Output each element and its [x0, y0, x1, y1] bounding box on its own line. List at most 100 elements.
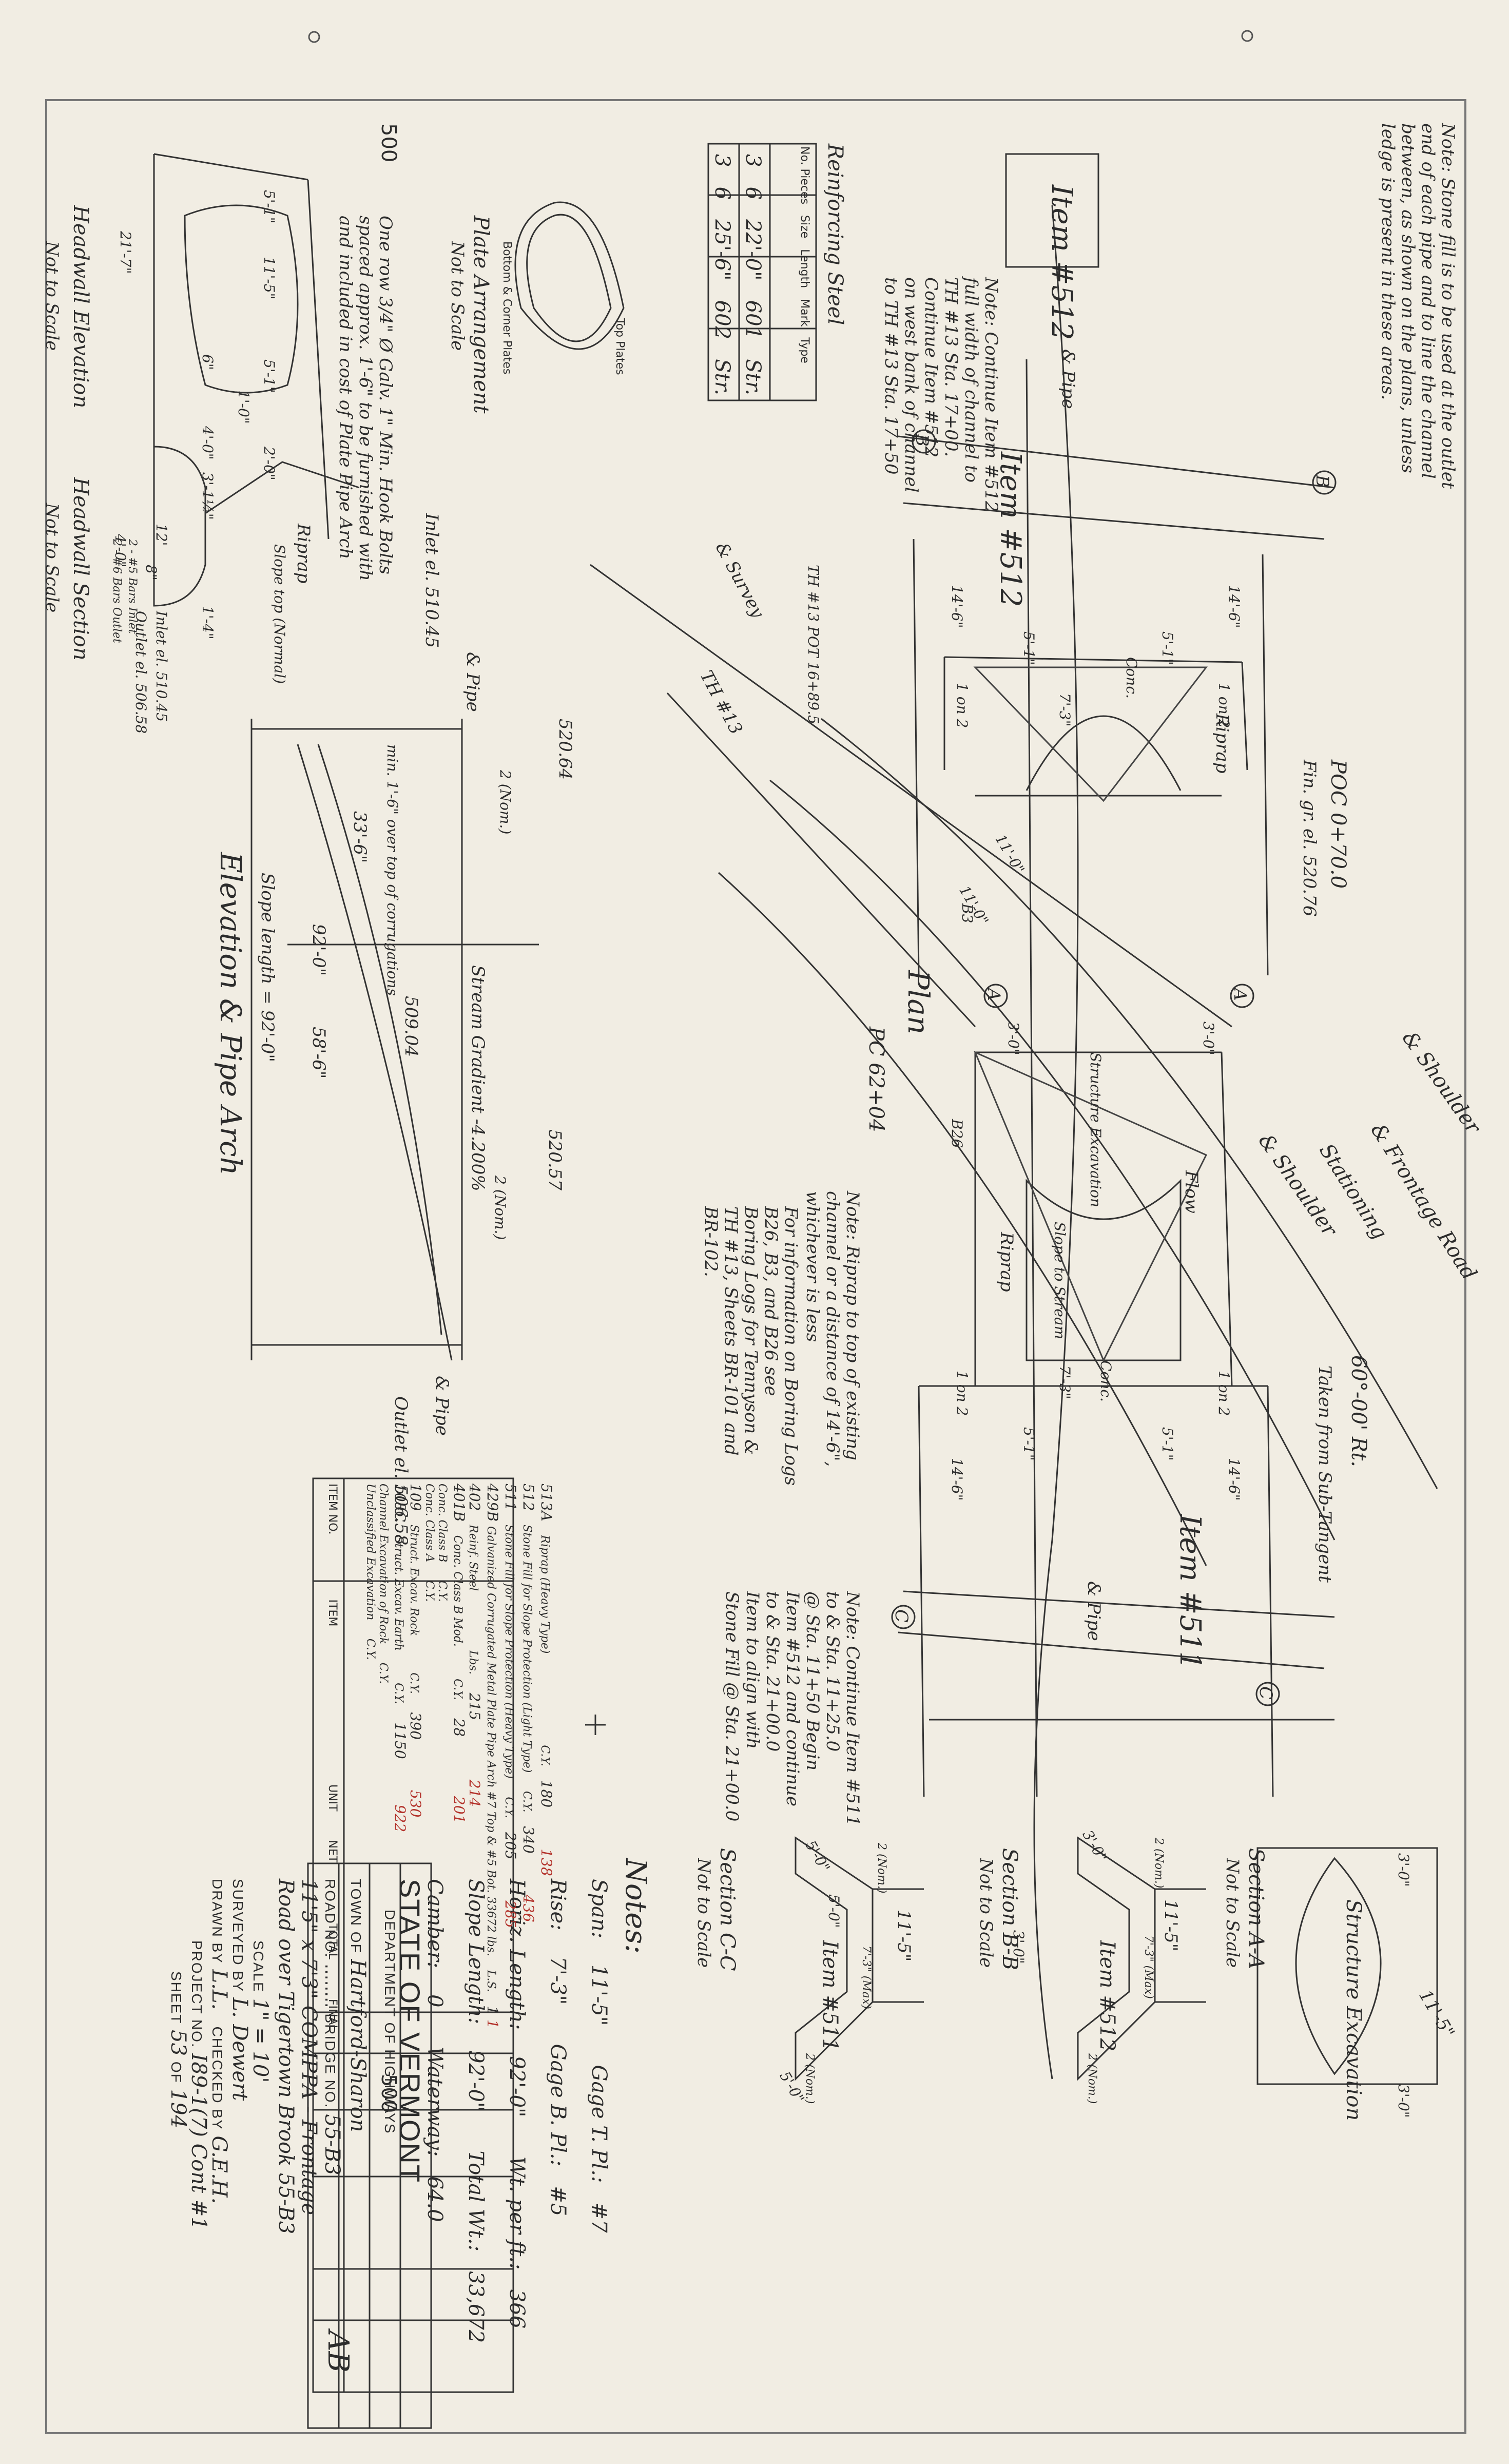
- notes-row: Horiz. Length: 92'-0" Wt. per ft.: 366: [505, 1879, 529, 2328]
- note-line: full width of channel to: [960, 277, 981, 483]
- riprap-note: Note: Riprap to top of existing channel …: [802, 1191, 863, 1467]
- plan-label: Item #512: [994, 452, 1027, 607]
- section-cc-label: 5'-0": [825, 1894, 842, 1928]
- qty-header-cell: UNIT: [326, 1784, 339, 1812]
- rebar-header-cell: No. Pieces: [798, 146, 811, 205]
- headwall-elevation-sub: Not to Scale: [42, 241, 62, 351]
- plan-label: 14'-6": [1226, 585, 1243, 628]
- qty-header-cell: ITEM: [326, 1599, 339, 1627]
- headwall-dim: 3'-1½": [199, 472, 216, 520]
- section-bb-label: 2 (Nom.): [1152, 1838, 1165, 1889]
- plan-label: B: [1312, 475, 1332, 488]
- title-scale: 1" = 10': [248, 1998, 272, 2083]
- notes-cell: Gage T. Pl.:: [587, 2065, 611, 2183]
- qty-item-no: 429B: [484, 1484, 501, 1522]
- qty-item: Conc. Class B: [436, 1484, 449, 1563]
- plan-label: 5'-1": [1020, 631, 1037, 665]
- title-drawn: L.L.: [207, 1969, 231, 2010]
- qty-item: Conc. Class B Mod.: [451, 1535, 464, 1647]
- plan-label: 3'-0": [1200, 1022, 1217, 1055]
- qty-unit: C.Y.: [502, 1797, 515, 1819]
- qty-item: Unclassified Excavation: [364, 1484, 377, 1621]
- title-of: 194: [166, 2089, 190, 2128]
- plan-label: 3'-0": [1005, 1022, 1022, 1055]
- title-desc2: Road over Tigertown Brook 55-B3: [274, 1879, 298, 2235]
- plan-label: & Survey: [711, 538, 768, 622]
- top-note-line: between, as shown on the plans, unless: [1397, 123, 1418, 473]
- item-512-note: Note: Continue Item #512 full width of c…: [880, 277, 1001, 512]
- rebar-header-cell: Type: [798, 337, 811, 363]
- elevation-label: min. 1'-6" over top of corrugations: [384, 744, 401, 996]
- qty-header-cell: NET: [326, 1840, 339, 1863]
- note-line: TH #13, Sheets BR-101 and: [720, 1206, 741, 1456]
- title-surveyed: L. Dewert: [228, 1997, 252, 2101]
- elevation-label: 92'-0": [308, 924, 329, 976]
- plate-top-label: Top Plates: [613, 318, 626, 375]
- rebar-table-title: Reinforcing Steel: [823, 144, 847, 325]
- plan-label: & Frontage Road: [1365, 1119, 1481, 1284]
- title-project-label: PROJECT NO.: [189, 1940, 205, 2048]
- rebar-header-cell: Mark: [798, 299, 811, 327]
- plan-label: Fin. gr. el. 520.76: [1299, 760, 1320, 917]
- title-scale-row: SCALE 1" = 10': [248, 1940, 272, 2083]
- plan-label: & Pipe: [1084, 1581, 1104, 1641]
- item-511-note: Note: Continue Item #511 to & Sta. 11+25…: [722, 1591, 863, 1826]
- note-line: For information on Boring Logs: [781, 1206, 801, 1486]
- title-bridge: 55-B3: [320, 2114, 344, 2176]
- note-line: Item to align with: [742, 1591, 763, 1749]
- title-scale-label: SCALE: [250, 1940, 266, 1993]
- section-cc-title: Section C-C: [715, 1848, 739, 1971]
- notes-cell: Camber:: [423, 1879, 447, 1969]
- title-drawn-row: DRAWN BY L.L. CHECKED BY G.E.H.: [207, 1879, 231, 2204]
- plan-label: 5'-1": [1020, 1427, 1037, 1461]
- elevation-title: Elevation & Pipe Arch: [214, 852, 247, 1176]
- notes-cell: #7: [587, 2202, 611, 2233]
- section-cc-label: 11'-5": [894, 1910, 914, 1962]
- headwall-dim: 1'-0": [235, 390, 252, 424]
- elevation-label: 520.64: [555, 719, 575, 780]
- plan-label: 60°-00' Rt.: [1347, 1355, 1370, 1467]
- note-line: channel or a distance of 14'-6",: [822, 1191, 843, 1467]
- quantities-row: 513A Riprap (Heavy Type) C.Y. 180 138: [538, 1484, 555, 1876]
- note-line: Continue Item #512: [920, 277, 941, 458]
- note-line: on west bank of channel: [900, 277, 921, 493]
- quantities-row: Channel Excavation of Rock C.Y.: [376, 1484, 393, 1684]
- qty-net: 180: [538, 1780, 555, 1808]
- qty-unit: C.Y.: [451, 1679, 464, 1700]
- notes-cell: 0: [423, 1994, 447, 2008]
- plan-label: B: [912, 434, 932, 447]
- plan-label: TH #13 POT 16+89.5: [805, 565, 822, 724]
- title-sheet-row: SHEET 53 OF 194: [166, 1971, 190, 2128]
- top-note-line: end of each pipe and to line the channel: [1417, 123, 1438, 479]
- note-line: TH #13 Sta. 17+00.: [940, 277, 961, 457]
- title-dept: DEPARTMENT OF HIGHWAYS: [382, 1910, 398, 2134]
- qty-final: 285: [502, 1900, 519, 1928]
- notes-cell: Span:: [587, 1879, 611, 1939]
- plan-label: 1 on 2: [954, 1371, 971, 1416]
- qty-item: Riprap (Heavy Type): [538, 1535, 551, 1654]
- notes-cell: 92'-0": [505, 2056, 529, 2118]
- plate-arrangement-sub: Not to Scale: [447, 241, 468, 351]
- plan-label: 7'-3": [1056, 693, 1073, 727]
- qty-net: 390: [407, 1712, 424, 1740]
- headwall-label-inlet: Inlet el. 510.45: [153, 611, 170, 722]
- page-number-left: 500: [377, 123, 400, 163]
- qty-unit: C.Y.: [423, 1580, 436, 1602]
- rebar-table-header: No. Pieces Size Length Mark Type: [798, 146, 811, 363]
- qty-item: Struct. Excav. Earth: [392, 1535, 405, 1651]
- title-desc1: 11'5" x 7'3" COMPPA - Frontage: [297, 1879, 321, 2215]
- qty-item: Stone Fill for Slope Protection (Heavy T…: [502, 1525, 515, 1779]
- qty-item-no: 401B: [451, 1484, 468, 1522]
- note-line: and included in cost of Plate Pipe Arch: [335, 216, 356, 560]
- rebar-row: 3 6 25'-6" 602 Str.: [710, 154, 734, 395]
- notes-cell: 366: [505, 2289, 529, 2329]
- plan-label: 5'-1": [1159, 1427, 1176, 1461]
- qty-unit: C.Y.: [392, 1683, 405, 1704]
- qty-item: Struct. Excav. Rock: [408, 1525, 420, 1637]
- qty-unit: C.Y.: [408, 1672, 420, 1695]
- qty-item-no: 511: [502, 1484, 519, 1511]
- rebar-cell: 6: [741, 186, 765, 200]
- plan-label: A: [983, 988, 1004, 1001]
- qty-net: 28: [451, 1718, 468, 1737]
- plan-label: Slope to Stream: [1051, 1222, 1068, 1340]
